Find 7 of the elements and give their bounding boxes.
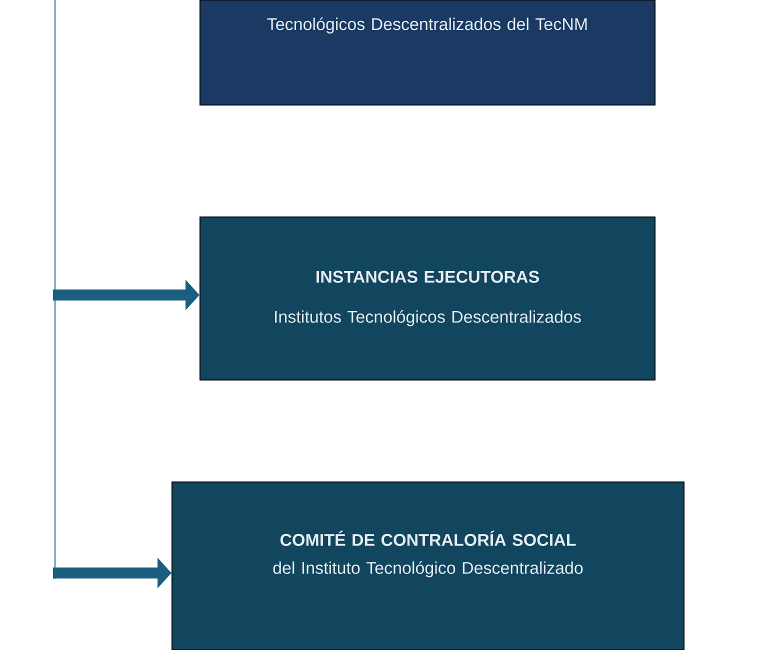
process-box bbox=[200, 216, 656, 380]
box-text: INSTANCIAS EJECUTORAS Institutos Tecnológicos Descentralizados bbox=[275, 270, 581, 326]
process-box bbox=[172, 482, 684, 650]
box-text: COMITÉ DE CONTRALORÍA SOCIAL del Instituto Tecnológico Descentralizado bbox=[273, 530, 583, 578]
box-text: Tecnológicos Descentralizados del TecNM bbox=[267, 17, 587, 34]
process-box bbox=[200, 0, 656, 106]
connector-line bbox=[54, 0, 56, 579]
